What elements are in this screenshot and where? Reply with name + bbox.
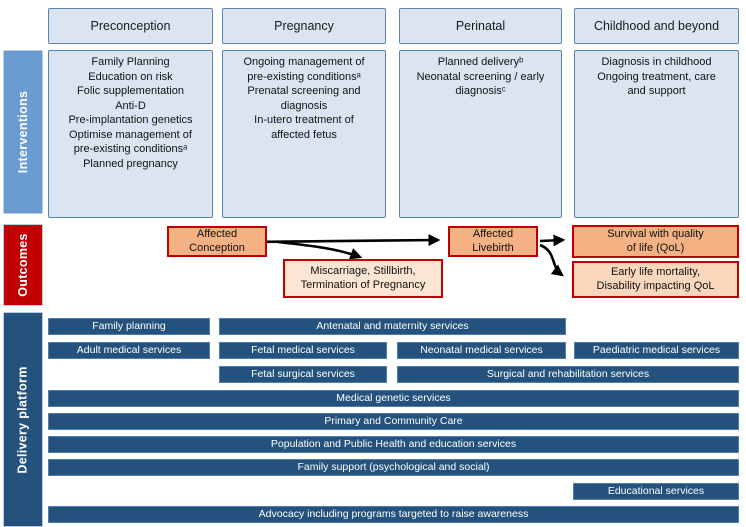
outcome-survival-qol: Survival with quality of life (QoL) bbox=[572, 225, 739, 258]
column-header-preconception: Preconception bbox=[48, 8, 213, 44]
column-header-childhood: Childhood and beyond bbox=[574, 8, 739, 44]
bar-fetal-medical-services: Fetal medical services bbox=[219, 342, 387, 359]
bar-medical-genetic-services: Medical genetic services bbox=[48, 390, 739, 407]
interventions-perinatal-box: Planned deliveryᵇ Neonatal screening / e… bbox=[399, 50, 562, 218]
bar-primary-community-care: Primary and Community Care bbox=[48, 413, 739, 430]
row-label-outcomes: Outcomes bbox=[3, 224, 43, 306]
row-label-interventions-text: Interventions bbox=[16, 90, 31, 174]
bar-family-planning: Family planning bbox=[48, 318, 210, 335]
bar-fetal-surgical-services: Fetal surgical services bbox=[219, 366, 387, 383]
bar-population-public-health: Population and Public Health and educati… bbox=[48, 436, 739, 453]
outcome-affected-conception: Affected Conception bbox=[167, 226, 267, 257]
interventions-pregnancy-box: Ongoing management of pre-existing condi… bbox=[222, 50, 386, 218]
bar-paediatric-medical-services: Paediatric medical services bbox=[574, 342, 739, 359]
column-header-pregnancy: Pregnancy bbox=[222, 8, 386, 44]
arrow-livebirth-to-survival bbox=[539, 234, 566, 247]
bar-educational-services: Educational services bbox=[573, 483, 739, 500]
bar-antenatal-maternity-services: Antenatal and maternity services bbox=[219, 318, 566, 335]
arrow-livebirth-to-early-mortality bbox=[539, 243, 564, 277]
bar-advocacy-awareness: Advocacy including programs targeted to … bbox=[48, 506, 739, 523]
bar-neonatal-medical-services: Neonatal medical services bbox=[397, 342, 566, 359]
row-label-interventions: Interventions bbox=[3, 50, 43, 214]
arrow-conception-to-miscarriage bbox=[277, 240, 363, 260]
bar-family-support: Family support (psychological and social… bbox=[48, 459, 739, 476]
column-header-perinatal: Perinatal bbox=[399, 8, 562, 44]
outcome-early-mortality: Early life mortality, Disability impacti… bbox=[572, 261, 739, 298]
arrow-conception-to-livebirth bbox=[249, 234, 441, 247]
row-label-outcomes-text: Outcomes bbox=[16, 233, 30, 297]
interventions-childhood-box: Diagnosis in childhood Ongoing treatment… bbox=[574, 50, 739, 218]
outcome-miscarriage-stillbirth: Miscarriage, Stillbirth, Termination of … bbox=[283, 259, 443, 298]
bar-adult-medical-services: Adult medical services bbox=[48, 342, 210, 359]
row-label-delivery-platform: Delivery platform bbox=[3, 312, 43, 527]
interventions-preconception-box: Family Planning Education on risk Folic … bbox=[48, 50, 213, 218]
outcome-affected-livebirth: Affected Livebirth bbox=[448, 226, 538, 257]
bar-surgical-rehabilitation-services: Surgical and rehabilitation services bbox=[397, 366, 739, 383]
row-label-delivery-platform-text: Delivery platform bbox=[16, 365, 30, 474]
